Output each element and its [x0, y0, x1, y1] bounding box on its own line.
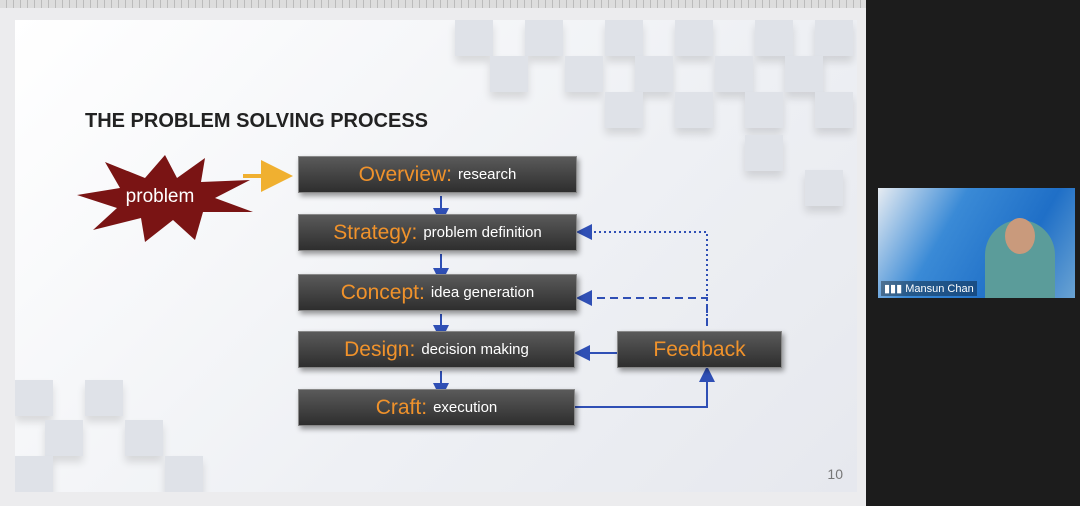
participant-video[interactable]: ▮▮▮ Mansun Chan — [878, 188, 1075, 298]
participant-name-tag: ▮▮▮ Mansun Chan — [881, 281, 977, 296]
slide-title: THE PROBLEM SOLVING PROCESS — [85, 110, 428, 132]
step-concept: Concept:idea generation — [298, 274, 577, 311]
participant-head — [1005, 218, 1035, 254]
page-number: 10 — [827, 466, 843, 482]
ruler — [0, 0, 866, 8]
feedback-box: Feedback — [617, 331, 782, 368]
problem-label: problem — [125, 186, 195, 207]
step-strategy: Strategy:problem definition — [298, 214, 577, 251]
signal-bars-icon: ▮▮▮ — [884, 283, 906, 295]
presentation-stage: THE PROBLEM SOLVING PROCESS problem Over… — [0, 8, 866, 506]
flow-arrows — [243, 160, 715, 408]
participant-name: Mansun Chan — [905, 283, 974, 295]
slide: THE PROBLEM SOLVING PROCESS problem Over… — [15, 20, 857, 492]
step-overview: Overview:research — [298, 156, 577, 193]
step-craft: Craft:execution — [298, 389, 575, 426]
step-design: Design:decision making — [298, 331, 575, 368]
problem-burst: problem — [75, 150, 255, 245]
